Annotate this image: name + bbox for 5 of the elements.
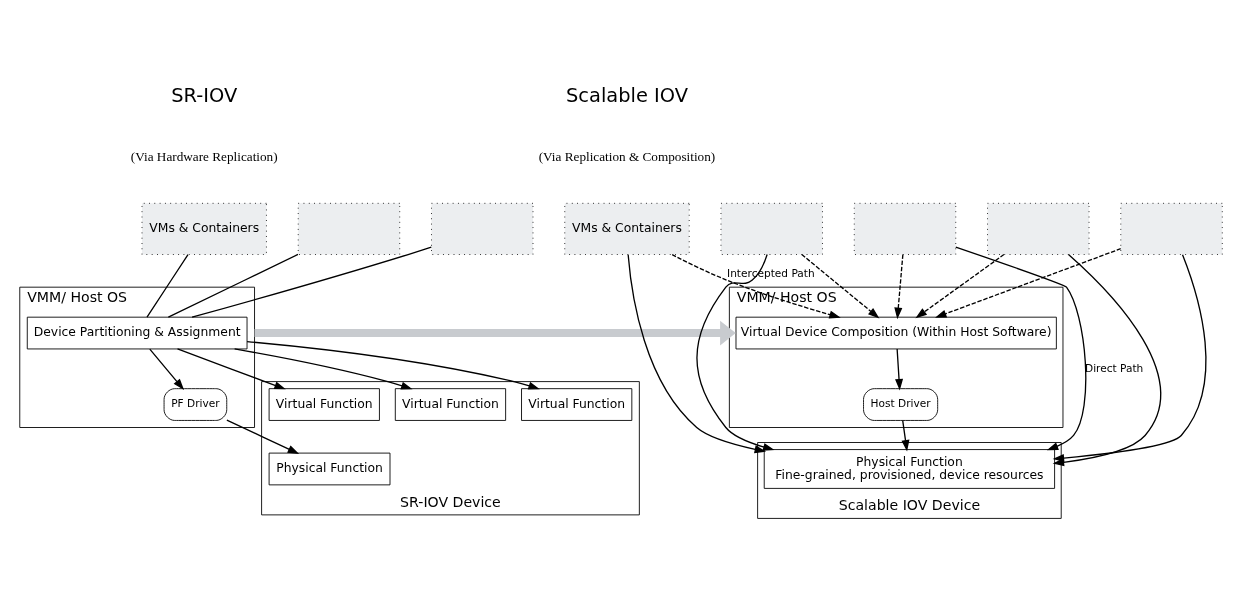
label: (Via Replication & Composition) xyxy=(538,148,716,164)
label: (Via Hardware Replication) xyxy=(130,148,278,164)
label: Scalable IOV xyxy=(566,83,688,107)
label: SR-IOV xyxy=(171,83,238,107)
edge-label: Direct Path xyxy=(1085,361,1144,374)
